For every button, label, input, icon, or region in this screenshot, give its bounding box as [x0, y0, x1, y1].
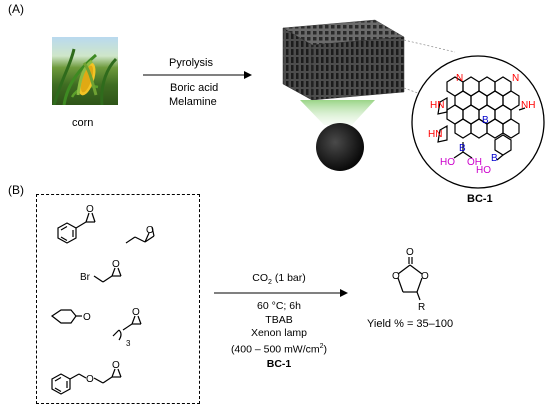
panel-a-label: (A) — [8, 2, 24, 16]
bc1-label: BC-1 — [467, 193, 493, 205]
reagent-co2: CO2 (1 bar) — [252, 272, 306, 287]
pyrolysis-arrow — [143, 71, 252, 79]
o-atom-carbonyl: O — [406, 247, 414, 258]
n-atom-2: N — [512, 73, 519, 84]
o-atom-ring-left: O — [392, 271, 400, 282]
panel-b-label: (B) — [8, 183, 24, 197]
porous-carbon-block — [282, 19, 405, 101]
nh-atom-1: NH — [521, 100, 535, 111]
condition-tbab: TBAB — [265, 314, 293, 326]
yield-label: Yield % = 35–100 — [367, 318, 454, 330]
catalyst-label: BC-1 — [266, 358, 292, 370]
ho-group-1: HO — [440, 157, 455, 168]
melamine-label: Melamine — [169, 96, 217, 108]
o-atom-ring-right: O — [421, 271, 429, 282]
reaction-arrow — [214, 289, 348, 297]
b-atom-center: B — [482, 115, 489, 126]
condition-xenon-lamp: Xenon lamp — [250, 327, 308, 339]
zoom-lines — [403, 39, 456, 101]
condition-temp-time: 60 °C; 6h — [257, 300, 301, 312]
hn-atom-2: HN — [428, 129, 442, 140]
r-group: R — [418, 302, 425, 313]
ho-group-2: HO — [476, 165, 491, 176]
hn-atom-1: HN — [430, 100, 444, 111]
cyclic-carbonate — [397, 257, 423, 301]
oh-group-1: OH — [467, 157, 482, 168]
magnification-cone — [300, 100, 375, 125]
n-atom: N — [456, 73, 463, 84]
bc1-structure — [411, 55, 545, 189]
condition-power: (400 – 500 mW/cm2) — [230, 343, 328, 356]
corn-photo — [52, 37, 118, 105]
boric-acid-label: Boric acid — [170, 82, 219, 94]
pyrolysis-label: Pyrolysis — [169, 57, 214, 69]
b-atom-2: B — [491, 153, 498, 164]
corn-label: corn — [72, 117, 94, 129]
carbon-sphere — [316, 123, 364, 171]
b-atom-1: B — [459, 143, 466, 154]
substrate-box — [36, 194, 200, 404]
